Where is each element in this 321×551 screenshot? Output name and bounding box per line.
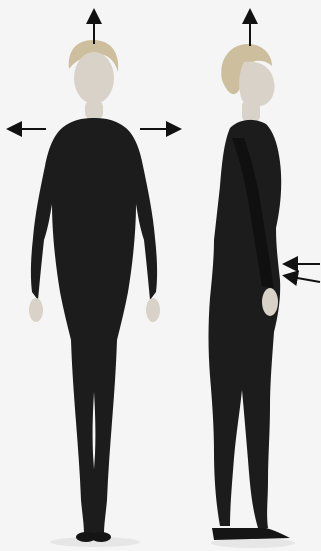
front-head [74,52,114,104]
front-right-hand [146,298,160,322]
side-hand [262,288,278,316]
front-right-foot [91,532,111,542]
side-neck [242,100,260,122]
front-neck [85,101,103,119]
front-left-hand [29,298,43,322]
